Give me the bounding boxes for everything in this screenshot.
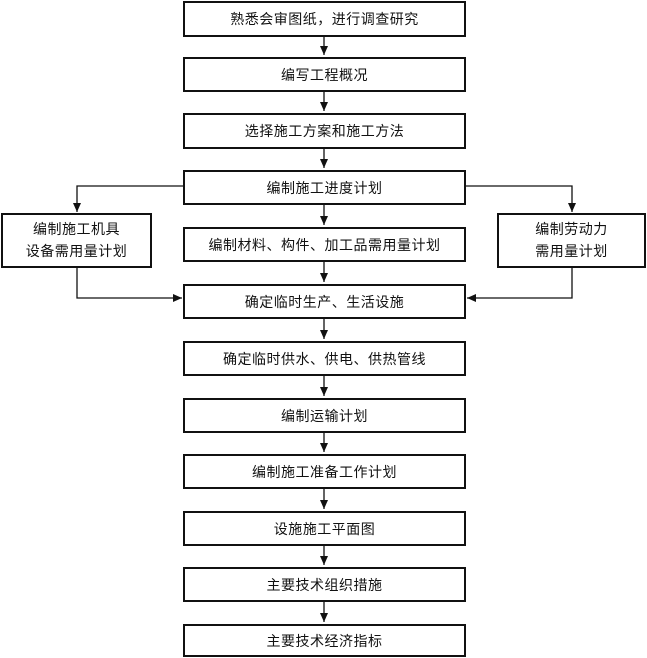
left-side-box: 编制施工机具 设备需用量计划 (1, 213, 152, 268)
step-6-box: 确定临时生产、生活设施 (183, 284, 466, 319)
step-11-box: 主要技术组织措施 (183, 567, 466, 602)
step-8-box: 编制运输计划 (183, 398, 466, 433)
step-6-label: 确定临时生产、生活设施 (244, 294, 405, 311)
step-2-label: 编写工程概况 (281, 67, 368, 84)
connector-left-box-to-step6 (76, 268, 182, 302)
right-side-line-2: 需用量计划 (535, 243, 608, 260)
step-12-label: 主要技术经济指标 (266, 633, 383, 650)
step-1-box: 熟悉会审图纸，进行调查研究 (183, 1, 466, 37)
step-5-label: 编制材料、构件、加工品需用量计划 (208, 237, 441, 254)
connector-right-box-to-step6 (467, 268, 573, 302)
step-10-label: 设施施工平面图 (273, 521, 376, 538)
step-5-box: 编制材料、构件、加工品需用量计划 (183, 227, 466, 262)
step-2-box: 编写工程概况 (183, 57, 466, 92)
connector-step4-to-right-box (466, 185, 576, 212)
right-side-box: 编制劳动力 需用量计划 (497, 213, 646, 268)
step-3-box: 选择施工方案和施工方法 (183, 113, 466, 149)
left-side-line-1: 编制施工机具 (33, 221, 120, 238)
step-9-box: 编制施工准备工作计划 (183, 454, 466, 489)
right-side-line-1: 编制劳动力 (535, 221, 608, 238)
step-10-box: 设施施工平面图 (183, 511, 466, 546)
connector-step4-to-left-box (73, 185, 183, 212)
step-4-label: 编制施工进度计划 (266, 180, 383, 197)
step-8-label: 编制运输计划 (281, 408, 368, 425)
step-9-label: 编制施工准备工作计划 (252, 464, 397, 481)
step-12-box: 主要技术经济指标 (183, 624, 466, 657)
step-3-label: 选择施工方案和施工方法 (244, 124, 405, 140)
step-7-box: 确定临时供水、供电、供热管线 (183, 341, 466, 376)
step-4-box: 编制施工进度计划 (183, 170, 466, 205)
step-7-label: 确定临时供水、供电、供热管线 (223, 351, 426, 368)
step-1-label: 熟悉会审图纸，进行调查研究 (230, 12, 419, 28)
left-side-line-2: 设备需用量计划 (25, 243, 128, 260)
step-11-label: 主要技术组织措施 (266, 577, 383, 594)
